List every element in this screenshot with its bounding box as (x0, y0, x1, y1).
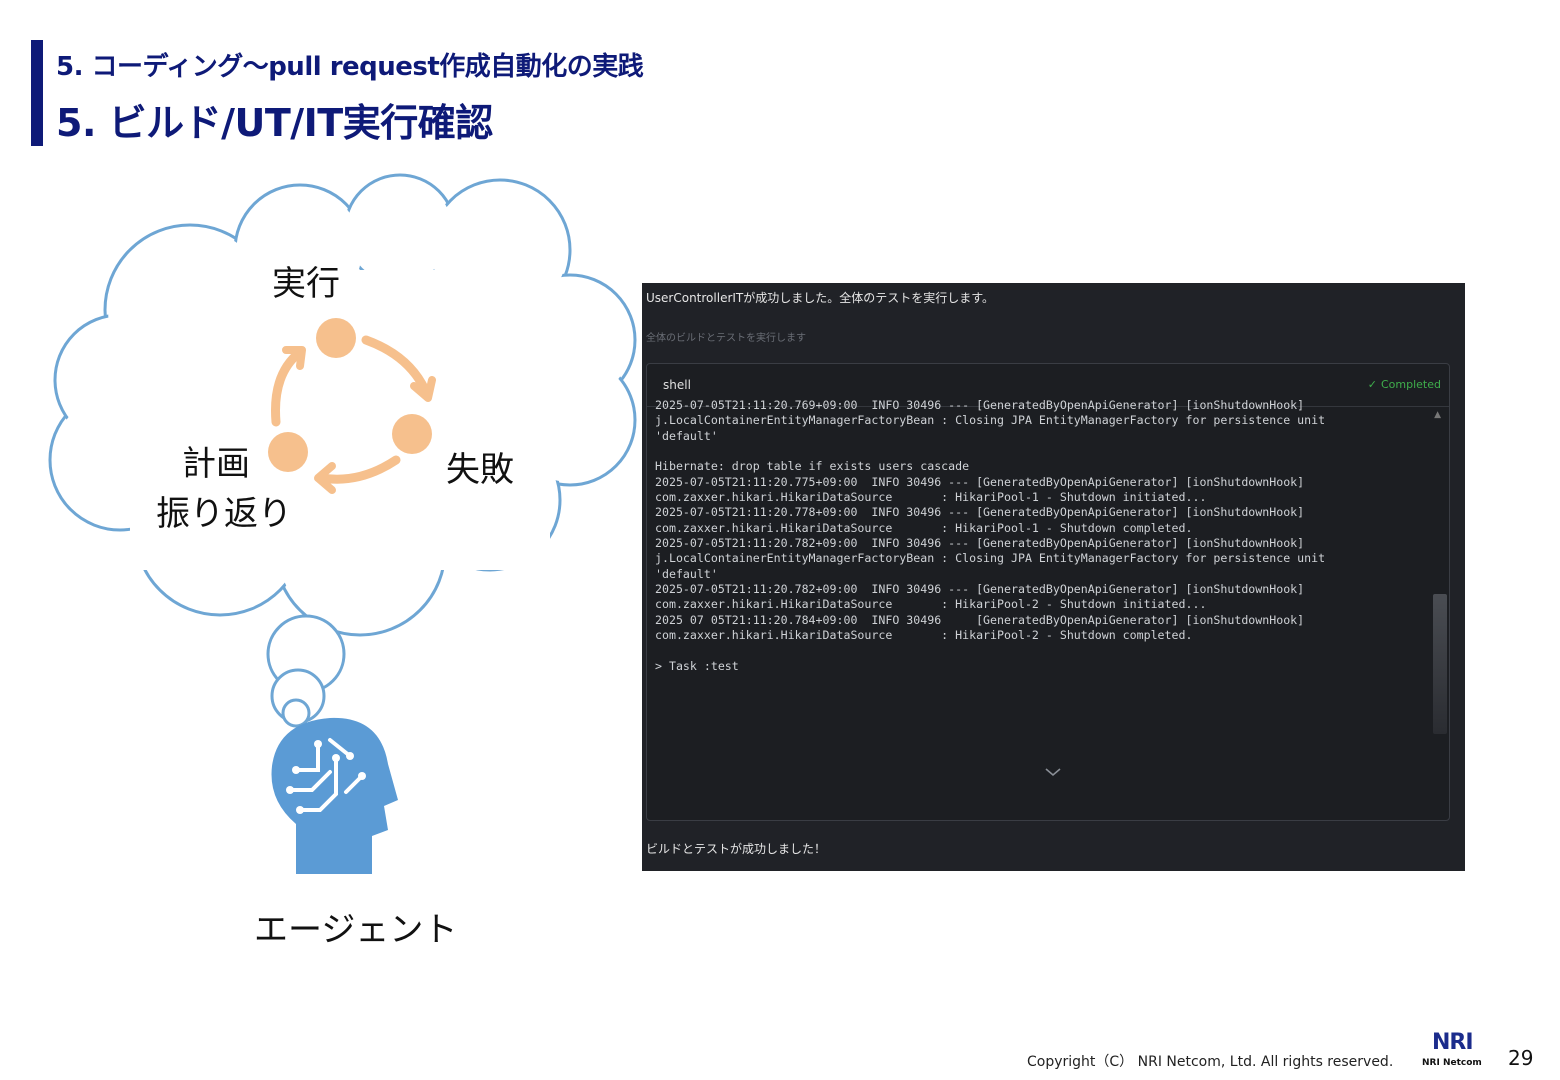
status-text: Completed (1381, 378, 1441, 391)
shell-log: 2025-07-05T21:11:20.769+09:00 INFO 30496… (655, 398, 1409, 674)
log-line: com.zaxxer.hikari.HikariDataSource : Hik… (655, 597, 1207, 612)
log-line (655, 644, 1409, 659)
cycle-icon (268, 318, 436, 494)
page-number: 29 (1508, 1046, 1534, 1070)
chevron-down-icon[interactable] (1043, 766, 1063, 778)
scroll-up-icon[interactable]: ▲ (1434, 410, 1441, 420)
thought-bubbles (266, 614, 346, 728)
agent-head-icon (271, 717, 398, 874)
chat-message-faded: 全体のビルドとテストを実行します (646, 333, 806, 344)
status-badge: ✓ Completed (1368, 378, 1441, 391)
log-line: > Task :test (655, 658, 739, 673)
log-line: Hibernate: drop table if exists users ca… (655, 459, 970, 474)
log-line: j.LocalContainerEntityManagerFactoryBean… (655, 413, 1326, 428)
logo-mark: NRI (1432, 1030, 1474, 1055)
nri-logo: NRI NRI Netcom (1420, 1030, 1490, 1072)
log-line: com.zaxxer.hikari.HikariDataSource : Hik… (655, 490, 1207, 505)
page-title: 5. ビルド/UT/IT実行確認 (56, 101, 493, 145)
log-line: com.zaxxer.hikari.HikariDataSource : Hik… (655, 520, 1193, 535)
log-line: 2025-07-05T21:11:20.778+09:00 INFO 30496… (655, 505, 1305, 520)
thought-cloud-fill (53, 178, 632, 632)
shell-output-panel: shell ✓ Completed 2025-07-05T21:11:20.769… (646, 363, 1450, 821)
scrollbar-thumb[interactable] (1433, 594, 1447, 734)
log-line: com.zaxxer.hikari.HikariDataSource : Hik… (655, 628, 1193, 643)
log-line: 2025 07 05T21:11:20.784+09:00 INFO 30496… (655, 612, 1305, 627)
title-accent-bar (31, 40, 43, 146)
copyright-text: Copyright（C） NRI Netcom, Ltd. All rights… (1027, 1054, 1394, 1070)
log-line: 'default' (655, 566, 718, 581)
terminal-screenshot: UserControllerITが成功しました。全体のテストを実行します。 全体… (642, 283, 1465, 871)
label-reflect: 振り返り (156, 494, 292, 534)
log-line: 2025-07-05T21:11:20.775+09:00 INFO 30496… (655, 474, 1305, 489)
log-line: j.LocalContainerEntityManagerFactoryBean… (655, 551, 1326, 566)
chat-message-bottom: ビルドとテストが成功しました！ (646, 842, 827, 856)
log-line: 'default' (655, 428, 718, 443)
logo-subtext: NRI Netcom (1422, 1058, 1482, 1068)
label-fail: 失敗 (446, 450, 514, 490)
label-agent: エージェント (254, 910, 458, 950)
log-line: 2025-07-05T21:11:20.782+09:00 INFO 30496… (655, 582, 1305, 597)
check-icon: ✓ (1367, 378, 1377, 391)
shell-header: shell ✓ Completed (647, 364, 1449, 407)
section-subtitle: 5. コーディング～pull request作成自動化の実践 (56, 52, 644, 82)
log-line: 2025-07-05T21:11:20.769+09:00 INFO 30496… (655, 398, 1305, 412)
label-plan: 計画 (182, 444, 250, 484)
chat-message-top: UserControllerITが成功しました。全体のテストを実行します。 (646, 291, 995, 305)
shell-label: shell (663, 378, 691, 392)
log-line: 2025-07-05T21:11:20.782+09:00 INFO 30496… (655, 536, 1305, 551)
log-line (655, 444, 1409, 459)
thought-cloud-graphic (48, 173, 637, 874)
label-execute: 実行 (272, 264, 340, 304)
agent-thought-diagram: 実行 失敗 計画 振り返り エージェント (0, 160, 640, 960)
